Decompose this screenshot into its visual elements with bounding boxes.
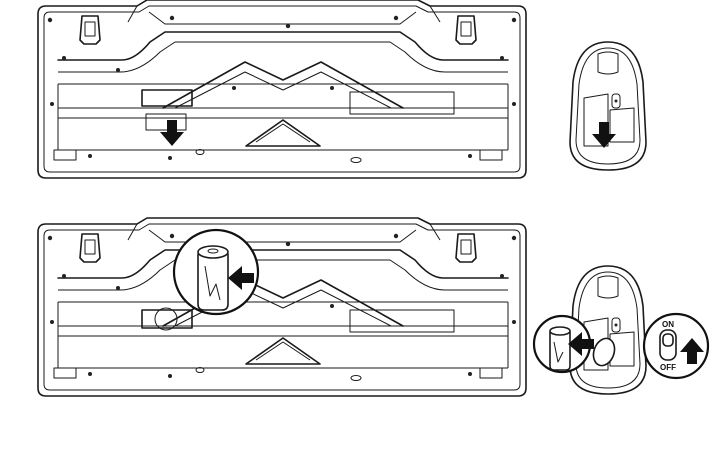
mouse-battery-inserted [592,337,616,367]
keyboard-battery-slot-2 [141,307,193,331]
keyboard-cover-arrow-down-icon [160,120,184,146]
switch-on-label: ON [662,320,674,329]
keyboard-bottom-view-2 [37,217,527,397]
keyboard-battery-zoom-callout [172,228,260,316]
switch-off-label: OFF [660,363,676,372]
mouse-bottom-view-1 [569,41,647,171]
keyboard-bottom-view-1 [37,0,527,179]
mouse-power-switch-zoom-callout: ON OFF [642,312,710,380]
mouse-battery-zoom-callout [532,314,594,374]
keyboard-battery-door-1 [141,89,193,131]
mouse-cover-arrow-down-icon [592,122,616,148]
